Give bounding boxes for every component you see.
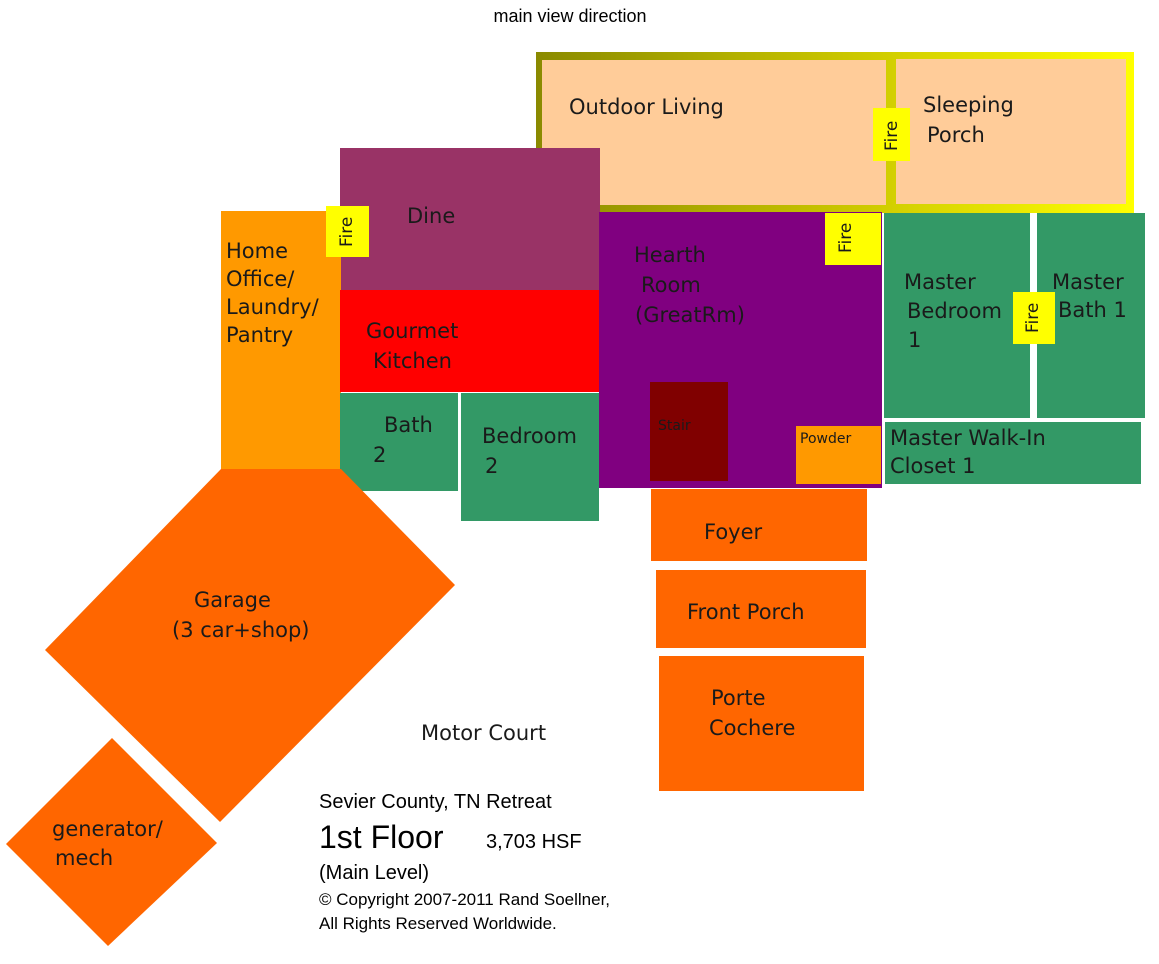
fire-marker-master: Fire bbox=[1013, 292, 1055, 344]
floor-area: 3,703 HSF bbox=[486, 831, 582, 853]
front-porch-room[interactable] bbox=[656, 570, 866, 648]
dine-room[interactable] bbox=[340, 148, 600, 290]
master-closet-room[interactable] bbox=[885, 422, 1141, 484]
fire-label: Fire bbox=[337, 217, 357, 247]
porte-cochere-room[interactable] bbox=[659, 656, 864, 791]
view-direction-label: main view direction bbox=[493, 6, 646, 26]
foyer-label: Foyer bbox=[704, 520, 763, 544]
outdoor-living-label: Outdoor Living bbox=[569, 95, 724, 119]
generator-room[interactable] bbox=[6, 738, 217, 946]
home-office-label: Home Office/ Laundry/ Pantry bbox=[226, 239, 325, 347]
master-bedroom-room[interactable] bbox=[884, 213, 1030, 418]
bedroom-2-room[interactable] bbox=[461, 393, 599, 521]
motor-court-label: Motor Court bbox=[421, 721, 546, 745]
master-bath-label: Master Bath 1 bbox=[1052, 270, 1130, 322]
kitchen-label: Gourmet Kitchen bbox=[366, 319, 465, 373]
home-office-room[interactable] bbox=[221, 211, 341, 469]
stair-label: Stair bbox=[658, 418, 691, 434]
gourmet-kitchen-room[interactable] bbox=[340, 290, 600, 392]
garage-label: Garage (3 car+shop) bbox=[172, 588, 310, 642]
copyright-line: © Copyright 2007-2011 Rand Soellner, bbox=[319, 890, 610, 909]
front-porch-label: Front Porch bbox=[687, 600, 805, 624]
master-bedroom-label: Master Bedroom 1 bbox=[904, 270, 1009, 352]
floor-title: 1st Floor bbox=[319, 819, 444, 855]
sleeping-porch-label: Sleeping Porch bbox=[923, 93, 1021, 147]
bath-2-label: Bath 2 bbox=[373, 413, 440, 467]
fire-marker-outdoor: Fire bbox=[873, 108, 910, 161]
fire-marker-dine: Fire bbox=[326, 206, 369, 257]
rights-line: All Rights Reserved Worldwide. bbox=[319, 914, 557, 933]
foyer-room[interactable] bbox=[651, 489, 867, 561]
project-name: Sevier County, TN Retreat bbox=[319, 791, 552, 813]
dine-label: Dine bbox=[407, 204, 455, 228]
powder-room[interactable] bbox=[796, 426, 881, 484]
garage-room[interactable] bbox=[45, 469, 455, 822]
powder-label: Powder bbox=[800, 431, 851, 447]
master-closet-label: Master Walk-In Closet 1 bbox=[890, 426, 1052, 478]
porte-cochere-label: Porte Cochere bbox=[709, 686, 795, 740]
bath-2-room[interactable] bbox=[340, 393, 458, 491]
fire-label: Fire bbox=[836, 223, 856, 253]
generator-label: generator/ mech bbox=[52, 817, 169, 870]
hearth-room-label: Hearth Room (GreatRm) bbox=[634, 243, 745, 327]
floor-level: (Main Level) bbox=[319, 862, 429, 884]
fire-marker-hearth: Fire bbox=[825, 213, 881, 265]
fire-label: Fire bbox=[882, 121, 902, 151]
sleeping-porch-room[interactable] bbox=[896, 59, 1126, 204]
bedroom-2-label: Bedroom 2 bbox=[482, 424, 584, 478]
stair-room[interactable] bbox=[650, 382, 728, 481]
fire-label: Fire bbox=[1023, 303, 1043, 333]
